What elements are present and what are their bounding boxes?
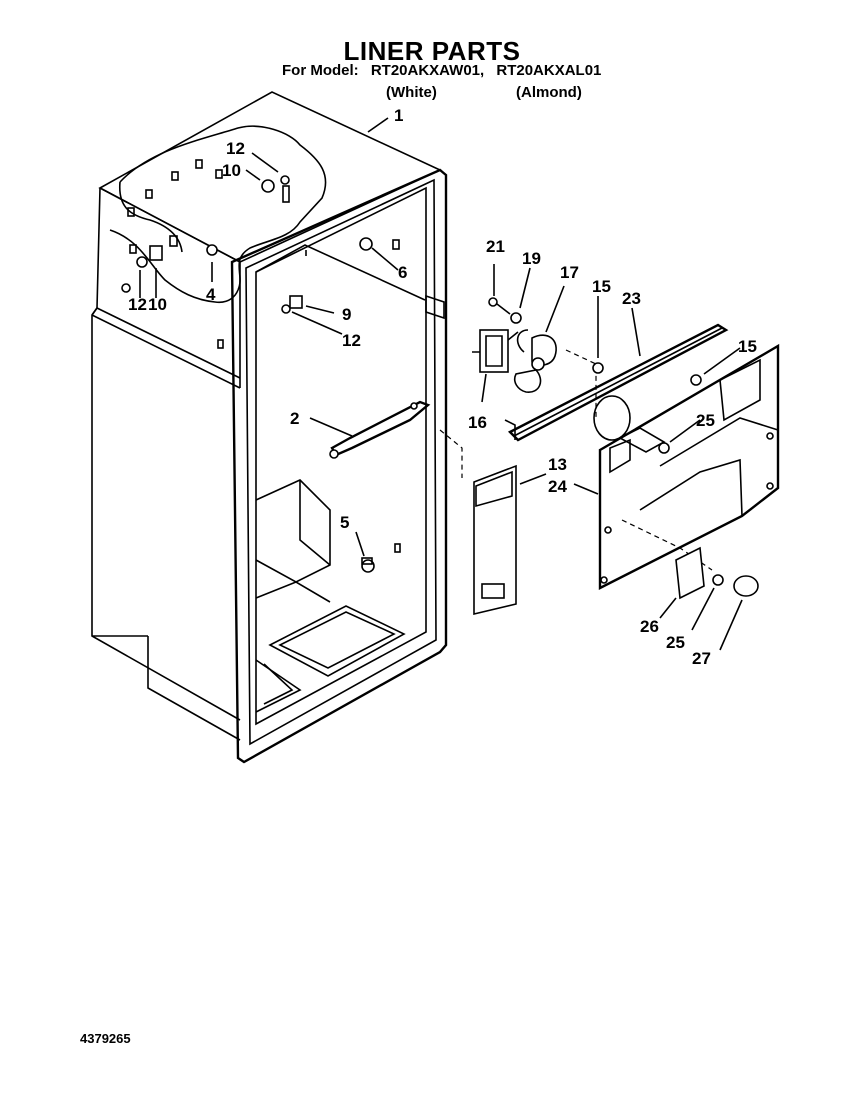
- callout-labels: 1 2 4 5 6 9 10 10 12 12 12 13 15 15 16 1…: [128, 106, 757, 668]
- callout-24: 24: [548, 477, 567, 496]
- model-number-almond: RT20AKXAL01: [496, 62, 602, 79]
- callout-25-lower: 25: [666, 633, 685, 652]
- callout-4: 4: [206, 285, 216, 304]
- callout-13: 13: [548, 455, 567, 474]
- document-number: 4379265: [80, 1031, 131, 1046]
- callout-10-top: 10: [222, 161, 241, 180]
- callout-23: 23: [622, 289, 641, 308]
- callout-1: 1: [394, 106, 403, 125]
- callout-27: 27: [692, 649, 711, 668]
- callout-19: 19: [522, 249, 541, 268]
- callout-9: 9: [342, 305, 351, 324]
- callout-2: 2: [290, 409, 299, 428]
- callout-21: 21: [486, 237, 505, 256]
- callout-10-left: 10: [148, 295, 167, 314]
- model-number-white: RT20AKXAW01,: [370, 62, 485, 79]
- callout-6: 6: [398, 263, 407, 282]
- callout-15-right: 15: [738, 337, 757, 356]
- callout-5: 5: [340, 513, 349, 532]
- color-label-almond: (Almond): [516, 84, 582, 101]
- leader-lines: [139, 117, 743, 651]
- model-line: For Model: RT20AKXAW01, RT20AKXAL01: [282, 62, 609, 79]
- color-label-white: (White): [386, 84, 437, 101]
- callout-26: 26: [640, 617, 659, 636]
- callout-12-top: 12: [226, 139, 245, 158]
- callout-16: 16: [468, 413, 487, 432]
- callout-15-upper: 15: [592, 277, 611, 296]
- callout-17: 17: [560, 263, 579, 282]
- callout-25-upper: 25: [696, 411, 715, 430]
- page-title: LINER PARTS: [343, 36, 521, 66]
- air-duct: [439, 429, 517, 616]
- model-prefix: For Model:: [282, 62, 359, 79]
- callout-12-inner: 12: [342, 331, 361, 350]
- evaporator-cover: [504, 323, 780, 600]
- callout-12-left: 12: [128, 295, 147, 314]
- liner-cabinet: [91, 91, 448, 764]
- evaporator-fan-assembly: [472, 297, 557, 393]
- cabinet-hardware: [121, 175, 431, 573]
